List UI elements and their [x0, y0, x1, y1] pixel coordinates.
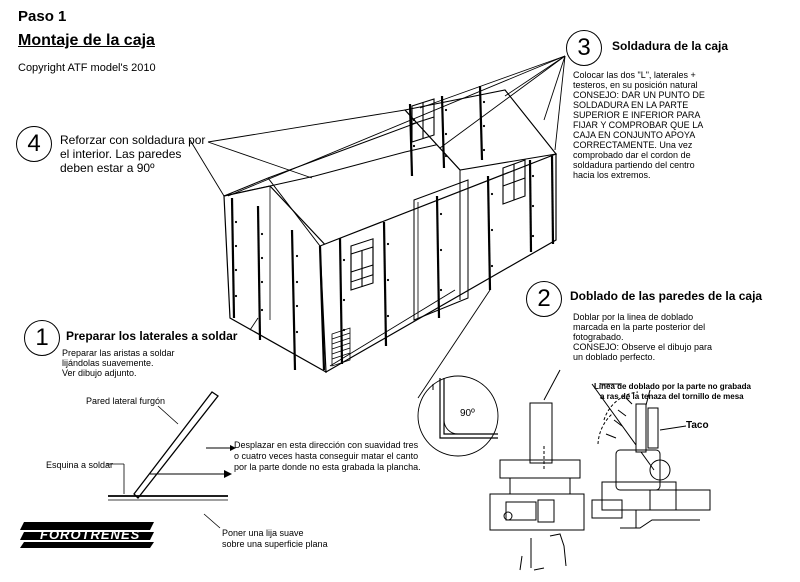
step-2-title: Doblado de las paredes de la caja	[570, 289, 763, 303]
step-2-line-2: marcada en la parte posterior del	[573, 322, 706, 332]
fold-line-label-2: a ras de la tenaza del tornillo de mesa	[600, 392, 744, 401]
wagon-box-drawing	[223, 85, 558, 374]
step-3-line-6: FIJAR Y COMPROBAR QUE LA	[573, 120, 704, 130]
step-1-line-3: Ver dibujo adjunto.	[62, 368, 137, 378]
step-1-line-1: Preparar las aristas a soldar	[62, 348, 175, 358]
lija-line-1: Poner una lija suave	[222, 528, 304, 538]
step-3-number: 3	[566, 30, 602, 66]
step-3-title: Soldadura de la caja	[612, 39, 729, 53]
step-1-number: 1	[24, 320, 60, 356]
fold-line-label-1: Linea de doblado por la parte no grabada	[594, 382, 751, 391]
sanding-sketch	[106, 391, 236, 529]
vise-drawing-right	[591, 383, 711, 529]
step-3-line-9: comprobado dar el cordon de	[573, 150, 691, 160]
pared-lateral-label: Pared lateral furgón	[86, 396, 166, 406]
step-heading: Paso 1	[18, 8, 67, 25]
step-4-line-1: Reforzar con soldadura por	[60, 133, 206, 147]
step-1-line-2: lijándolas suavemente.	[62, 358, 154, 368]
step-4-line-2: el interior. Las paredes	[60, 147, 182, 161]
step-3-line-10: soldadura partiendo del centro	[573, 160, 695, 170]
step-1-title: Preparar los laterales a soldar	[66, 329, 238, 343]
step-3-line-2: testeros, en su posición natural	[573, 80, 698, 90]
taco-label: Taco	[686, 420, 709, 431]
lija-line-2: sobre una superficie plana	[222, 539, 328, 549]
desplazar-line-2: o cuatro veces hasta conseguir matar el …	[234, 451, 419, 461]
step-4-line-3: deben estar a 90º	[60, 161, 155, 175]
step-2-line-4: CONSEJO: Observe el dibujo para	[573, 342, 713, 352]
angle-detail	[417, 375, 499, 457]
step-3-line-8: CORRECTAMENTE. Una vez	[573, 140, 693, 150]
step-2-number: 2	[526, 281, 562, 317]
step-3-line-5: SUPERIOR E INFERIOR PARA	[573, 110, 701, 120]
step-2-line-5: un doblado perfecto.	[573, 352, 656, 362]
step-3-line-4: SOLDADURA EN LA PARTE	[573, 100, 689, 110]
desplazar-line-3: por la parte donde no esta grabada la pl…	[234, 462, 421, 472]
step-2-line-1: Doblar por la linea de doblado	[573, 312, 694, 322]
logo-text: FOROTRENES	[40, 527, 141, 542]
step-3-line-11: hacia los extremos.	[573, 170, 651, 180]
page-title: Montaje de la caja	[18, 32, 155, 49]
step-2-line-3: fotograbado.	[573, 332, 624, 342]
step-4-number: 4	[16, 126, 52, 162]
esquina-label: Esquina a soldar	[46, 460, 114, 470]
forotrenes-logo: FOROTRENES	[18, 520, 158, 550]
copyright-text: Copyright ATF model's 2010	[18, 62, 156, 74]
step-3-line-3: CONSEJO: DAR UN PUNTO DE	[573, 90, 705, 100]
desplazar-line-1: Desplazar en esta dirección con suavidad…	[234, 440, 419, 450]
leader-lines	[189, 55, 566, 399]
step-3-line-7: CAJA EN CONJUNTO APOYA	[573, 130, 696, 140]
step-3-line-1: Colocar las dos "L", laterales +	[573, 70, 696, 80]
logo-stripes	[20, 522, 154, 548]
angle-label: 90º	[460, 408, 475, 419]
vise-drawing-left	[489, 369, 585, 571]
